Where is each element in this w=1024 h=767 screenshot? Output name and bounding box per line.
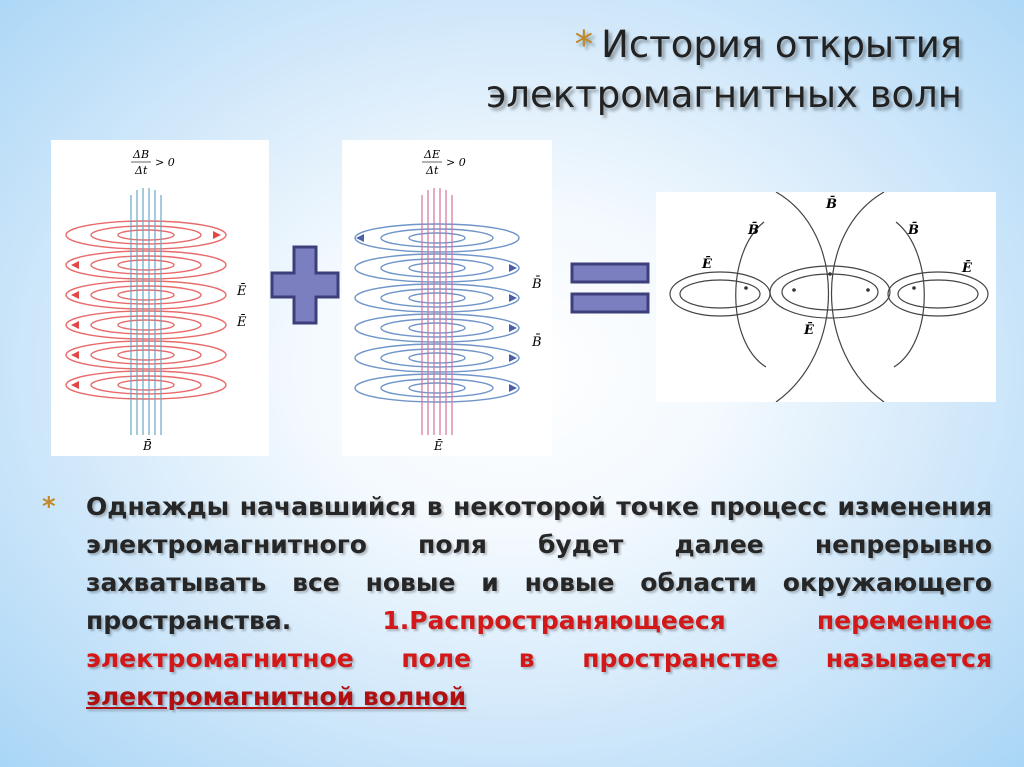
label-e-center: Ē <box>803 322 815 338</box>
figure-r-svg: B̄ B̄ B̄ Ē Ē Ē <box>669 192 989 402</box>
label-b-left: B̄ <box>747 221 759 238</box>
field-loops <box>669 192 989 402</box>
e-field-rings <box>65 220 227 400</box>
formula-den: Δt <box>425 164 439 177</box>
formula-num: ΔE <box>423 148 440 161</box>
figure-changing-magnetic-field: ΔB Δt > 0 Ē Ē B̄ <box>51 140 269 456</box>
em-wave-link[interactable]: электромагнитной волной <box>86 682 467 711</box>
b-field-rings <box>354 223 520 403</box>
title-line-1: *История открытия <box>574 23 962 66</box>
formula-num: ΔB <box>132 148 149 161</box>
formula-rel: > 0 <box>446 156 466 169</box>
plus-icon <box>270 245 340 325</box>
slide-title: *История открытия электромагнитных волн <box>486 20 962 120</box>
body-text-definition: 1.Распространяющееся переменное электром… <box>86 606 992 673</box>
figure-changing-electric-field: ΔE Δt > 0 B̄ B̄ Ē <box>342 140 552 456</box>
b-field-lines <box>130 188 162 435</box>
title-line-2: электромагнитных волн <box>486 73 962 116</box>
body-text-main: Однажды начавшийся в некоторой точке про… <box>86 492 992 635</box>
figure-electromagnetic-field: B̄ B̄ B̄ Ē Ē Ē <box>656 192 996 402</box>
label-b-2: B̄ <box>531 334 542 350</box>
label-b-top: B̄ <box>825 195 837 212</box>
label-b-right: B̄ <box>907 221 919 238</box>
label-e-1: Ē <box>236 283 247 299</box>
label-e-bottom: Ē <box>433 438 443 453</box>
direction-dots <box>744 272 916 292</box>
label-e-left: Ē <box>701 256 713 272</box>
label-e-right: Ē <box>961 260 973 276</box>
figure-b-svg: ΔB Δt > 0 Ē Ē B̄ <box>65 148 247 453</box>
figure-e-svg: ΔE Δt > 0 B̄ B̄ Ē <box>354 148 542 453</box>
body-bullet: * <box>42 492 56 522</box>
equals-icon <box>570 262 650 314</box>
e-arrows <box>71 231 221 389</box>
label-b-bottom: B̄ <box>142 438 152 453</box>
title-bullet: * <box>574 23 594 66</box>
label-b-1: B̄ <box>531 276 542 292</box>
e-field-lines <box>421 188 453 435</box>
label-e-2: Ē <box>236 314 247 330</box>
b-arrows <box>356 234 517 392</box>
body-paragraph: Однажды начавшийся в некоторой точке про… <box>86 488 992 716</box>
formula-rel: > 0 <box>155 156 175 169</box>
formula-den: Δt <box>134 164 148 177</box>
